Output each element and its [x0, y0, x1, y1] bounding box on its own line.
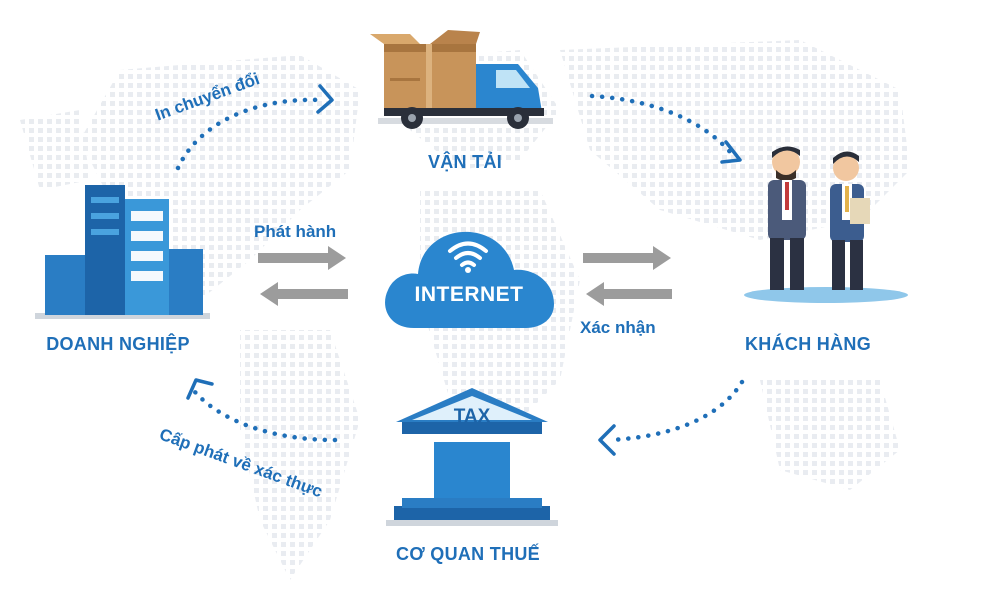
tax-office-icon	[386, 388, 558, 526]
dotted-arrow-top-left	[175, 97, 321, 171]
edge-label-xac-nhan: Xác nhận	[580, 318, 656, 337]
dotted-arrow-top-right	[589, 93, 738, 161]
arrow-right-left-icon	[258, 246, 346, 270]
node-label-doanh-nghiep: DOANH NGHIỆP	[46, 334, 190, 354]
dotted-arrow-bottom-left	[192, 389, 338, 443]
chevron-bottom-right-icon	[598, 424, 616, 456]
arrow-left-right-icon	[586, 282, 672, 306]
customers-icon	[744, 146, 908, 303]
arrow-right-right-icon	[583, 246, 671, 270]
chevron-top-left-icon	[316, 84, 334, 114]
building-icon	[35, 185, 210, 319]
tax-sign: TAX	[453, 406, 491, 427]
node-label-co-quan-thue: CƠ QUAN THUẾ	[396, 544, 540, 564]
truck-icon	[370, 30, 553, 129]
cloud-internet-icon	[385, 231, 554, 328]
chevron-bottom-left-icon	[186, 378, 214, 400]
internet-label: INTERNET	[414, 283, 524, 306]
node-label-van-tai: VẬN TẢI	[427, 152, 503, 172]
edge-label-phat-hanh: Phát hành	[254, 222, 337, 241]
chevron-top-right-icon	[720, 140, 742, 164]
node-label-khach-hang: KHÁCH HÀNG	[745, 334, 871, 354]
dotted-arrow-bottom-right	[607, 379, 745, 443]
arrow-left-left-icon	[260, 282, 348, 306]
